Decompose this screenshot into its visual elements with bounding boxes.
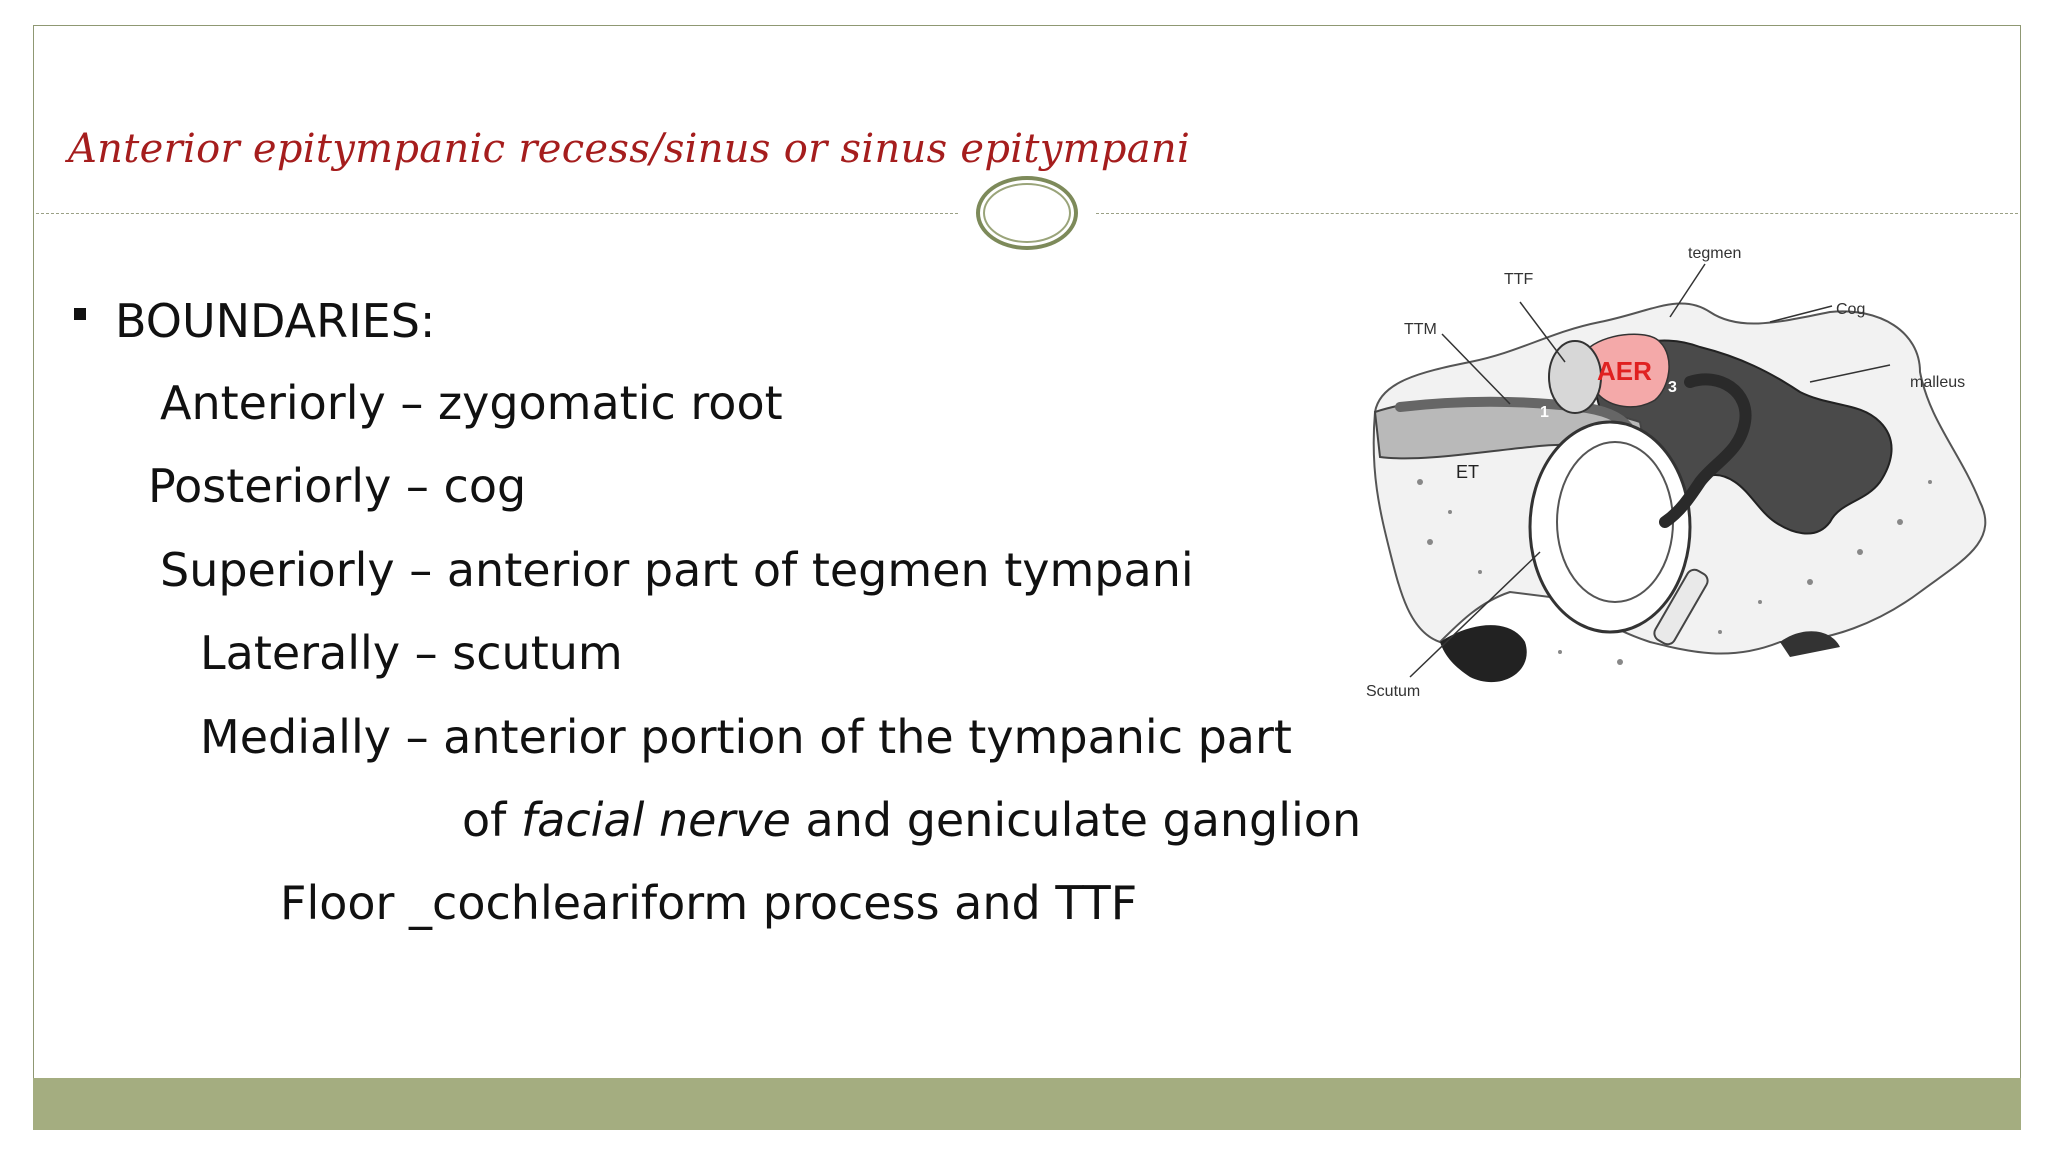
line-medially-continued: of facial nerve and geniculate ganglion bbox=[462, 797, 1361, 843]
divider-ring-inner bbox=[983, 183, 1071, 243]
bullet-square-icon bbox=[74, 308, 86, 320]
medially-cont-suffix: and geniculate ganglion bbox=[790, 793, 1362, 847]
dark-lower-left bbox=[1440, 625, 1527, 683]
malleus-shape bbox=[1659, 373, 1752, 528]
facial-nerve-italic: facial nerve bbox=[520, 793, 791, 847]
label-ttf: TTF bbox=[1504, 271, 1534, 288]
line-anteriorly: Anteriorly – zygomatic root bbox=[160, 376, 783, 430]
footer-bar bbox=[33, 1078, 2021, 1130]
leader-tegmen bbox=[1669, 263, 1706, 318]
leader-ttf bbox=[1519, 301, 1566, 363]
line-floor: Floor _cochleariform process and TTF bbox=[280, 876, 1138, 930]
label-ttm: TTM bbox=[1404, 321, 1437, 338]
label-aer: AER bbox=[1597, 356, 1652, 386]
leader-cog bbox=[1769, 305, 1833, 323]
label-cog: Cog bbox=[1836, 301, 1865, 318]
label-num3: 3 bbox=[1668, 379, 1677, 396]
label-et: ET bbox=[1456, 462, 1479, 482]
canal-tube bbox=[1653, 568, 1709, 646]
line-medially: Medially – anterior portion of the tympa… bbox=[200, 710, 1292, 764]
tympanic-membrane bbox=[1528, 420, 1692, 634]
title-divider-left bbox=[36, 213, 958, 214]
label-num1: 1 bbox=[1540, 404, 1549, 421]
slide-title: Anterior epitympanic recess/sinus or sin… bbox=[68, 126, 1191, 172]
anatomy-diagram: tegmen TTF Cog TTM malleus Scutum ET AER… bbox=[1366, 245, 1987, 700]
boundaries-heading: BOUNDARIES: bbox=[115, 294, 436, 348]
label-tegmen: tegmen bbox=[1688, 245, 1741, 262]
medially-cont-prefix: of bbox=[462, 793, 521, 847]
bone-texture bbox=[1417, 479, 1932, 665]
line-superiorly: Superiorly – anterior part of tegmen tym… bbox=[160, 543, 1194, 597]
line-laterally: Laterally – scutum bbox=[200, 626, 623, 680]
leader-scutum bbox=[1409, 551, 1541, 678]
dark-lower-right bbox=[1780, 631, 1840, 657]
label-scutum: Scutum bbox=[1366, 683, 1420, 700]
title-divider-right bbox=[1096, 213, 2018, 214]
leader-malleus bbox=[1809, 364, 1891, 383]
line-posteriorly: Posteriorly – cog bbox=[148, 459, 527, 513]
leader-ttm bbox=[1441, 333, 1511, 405]
label-malleus: malleus bbox=[1910, 374, 1965, 391]
tensor-tympani-muscle bbox=[1395, 396, 1633, 432]
